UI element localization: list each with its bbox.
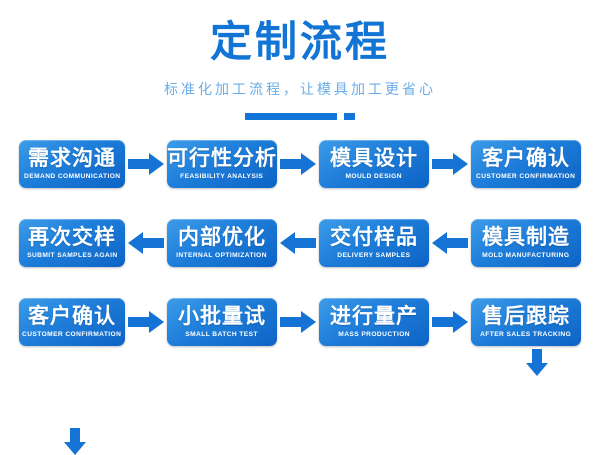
flow-node-mould-design[interactable]: 模具设计 MOULD DESIGN (319, 140, 429, 188)
arrow-left-icon (128, 232, 164, 254)
flow-row-1: 需求沟通 DEMAND COMMUNICATION 可行性分析 FEASIBIL… (0, 138, 600, 190)
flow-node-label-cn: 交付样品 (330, 226, 418, 249)
flow-node-label-cn: 进行量产 (330, 305, 418, 328)
flow-node-internal-optimization[interactable]: 内部优化 INTERNAL OPTIMIZATION (167, 219, 277, 267)
flow-row-2: 再次交样 SUBMIT SAMPLES AGAIN 内部优化 INTERNAL … (0, 217, 600, 269)
page-title: 定制流程 (209, 18, 390, 65)
arrow-head (280, 232, 295, 254)
flow-node-small-batch-test[interactable]: 小批量试 SMALL BATCH TEST (167, 298, 277, 346)
flow-node-feasibility-analysis[interactable]: 可行性分析 FEASIBILITY ANALYSIS (167, 140, 277, 188)
arrow-down-icon-row2-to-row3 (64, 428, 86, 455)
arrow-shaft (70, 428, 80, 443)
header: 定制流程 标准化加工流程，让模具加工更省心 (0, 0, 600, 120)
flow-node-label-cn: 可行性分析 (167, 147, 277, 170)
flow-node-customer-confirmation-1[interactable]: 客户确认 CUSTOMER CONFIRMATION (471, 140, 581, 188)
arrow-shaft (280, 159, 302, 169)
flow-node-label-en: SMALL BATCH TEST (185, 331, 259, 338)
arrow-right-icon (128, 311, 164, 333)
arrow-right-icon (432, 153, 468, 175)
flow-row-3: 客户确认 CUSTOMER CONFIRMATION 小批量试 SMALL BA… (0, 296, 600, 348)
flow-node-label-cn: 客户确认 (28, 305, 116, 328)
flow-node-label-en: DEMAND COMMUNICATION (23, 173, 121, 180)
arrow-left-icon (280, 232, 316, 254)
flow-node-label-en: INTERNAL OPTIMIZATION (176, 252, 268, 259)
arrow-left-icon (432, 232, 468, 254)
flow-node-label-cn: 需求沟通 (28, 147, 116, 170)
flow-node-label-cn: 模具设计 (330, 147, 418, 170)
arrow-head (64, 442, 86, 455)
header-divider (0, 112, 600, 120)
arrow-shaft (280, 317, 302, 327)
arrow-right-icon (280, 311, 316, 333)
arrow-head (128, 232, 143, 254)
flow-node-label-cn: 再次交样 (28, 226, 116, 249)
arrow-shaft (294, 238, 316, 248)
flow-node-label-cn: 小批量试 (178, 305, 266, 328)
arrow-shaft (128, 317, 150, 327)
arrow-right-icon (432, 311, 468, 333)
arrow-shaft (432, 159, 454, 169)
arrow-head (432, 232, 447, 254)
arrow-head (149, 311, 164, 333)
flow-node-label-en: AFTER SALES TRACKING (480, 331, 572, 338)
flow-node-mold-manufacturing[interactable]: 模具制造 MOLD MANUFACTURING (471, 219, 581, 267)
arrow-head (526, 363, 548, 376)
arrow-head (301, 153, 316, 175)
arrow-shaft (532, 349, 542, 364)
flow-node-label-cn: 客户确认 (482, 147, 570, 170)
flow-node-after-sales-tracking[interactable]: 售后跟踪 AFTER SALES TRACKING (471, 298, 581, 346)
flow-node-label-en: MOLD MANUFACTURING (482, 252, 570, 259)
arrow-shaft (142, 238, 164, 248)
flow-node-label-en: MASS PRODUCTION (338, 331, 410, 338)
flow-node-label-en: FEASIBILITY ANALYSIS (180, 173, 264, 180)
flow-node-label-en: CUSTOMER CONFIRMATION (476, 173, 576, 180)
flow-node-customer-confirmation-2[interactable]: 客户确认 CUSTOMER CONFIRMATION (19, 298, 125, 346)
divider-bar (245, 112, 337, 120)
arrow-right-icon (280, 153, 316, 175)
arrow-right-icon (128, 153, 164, 175)
flow-node-submit-samples-again[interactable]: 再次交样 SUBMIT SAMPLES AGAIN (19, 219, 125, 267)
arrow-head (453, 311, 468, 333)
arrow-shaft (128, 159, 150, 169)
page-subtitle: 标准化加工流程，让模具加工更省心 (164, 81, 436, 97)
arrow-shaft (446, 238, 468, 248)
flow-node-label-en: SUBMIT SAMPLES AGAIN (26, 252, 118, 259)
arrow-head (453, 153, 468, 175)
flow-node-delivery-samples[interactable]: 交付样品 DELIVERY SAMPLES (319, 219, 429, 267)
process-flow-diagram: 需求沟通 DEMAND COMMUNICATION 可行性分析 FEASIBIL… (0, 138, 600, 455)
arrow-head (149, 153, 164, 175)
flow-node-demand-communication[interactable]: 需求沟通 DEMAND COMMUNICATION (19, 140, 125, 188)
flow-node-label-en: MOULD DESIGN (345, 173, 403, 180)
flow-node-mass-production[interactable]: 进行量产 MASS PRODUCTION (319, 298, 429, 346)
arrow-head (301, 311, 316, 333)
divider-dot (344, 112, 355, 120)
flow-node-label-cn: 售后跟踪 (482, 305, 570, 328)
arrow-down-icon-row1-to-row2 (526, 349, 548, 376)
flow-node-label-en: CUSTOMER CONFIRMATION (22, 331, 122, 338)
arrow-shaft (432, 317, 454, 327)
flow-node-label-cn: 内部优化 (178, 226, 266, 249)
flow-node-label-en: DELIVERY SAMPLES (337, 252, 411, 259)
flow-node-label-cn: 模具制造 (482, 226, 570, 249)
